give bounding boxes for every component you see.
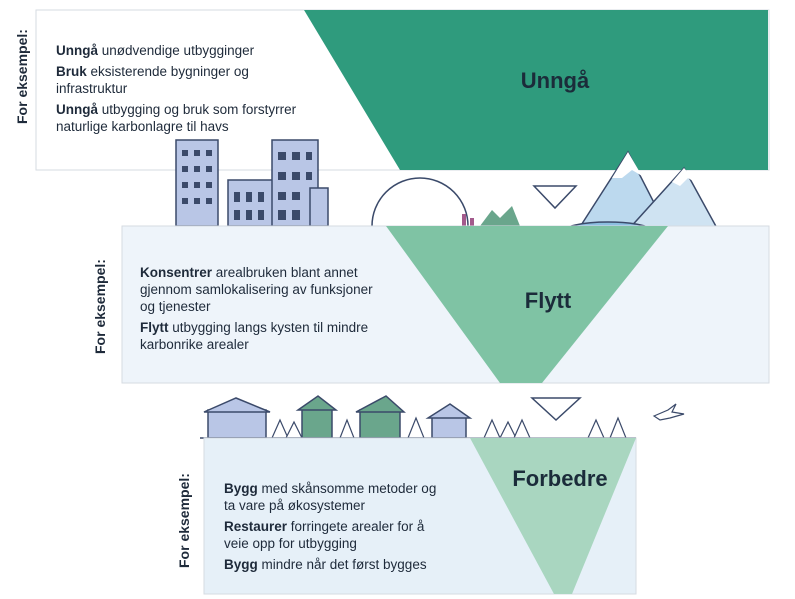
houses-illustration [203, 395, 473, 439]
stage-title-unnga: Unngå [520, 68, 590, 93]
down-arrow-2 [530, 397, 582, 422]
side-label-1: For eksempel: [14, 29, 30, 124]
forbedre-item-2: Restaurer forringete arealer for å veie … [224, 519, 425, 551]
triangle-unnga [304, 10, 768, 170]
panel-unnga-text: Unngå unødvendige utbygginger Bruk eksis… [56, 42, 306, 139]
side-label-3: For eksempel: [176, 473, 192, 568]
plants-illustration [462, 214, 474, 226]
bird-icon [652, 403, 685, 421]
stage-title-forbedre: Forbedre [512, 466, 608, 491]
flytt-item-2: Flytt utbygging langs kysten til mindre … [140, 320, 369, 352]
down-arrow-1 [532, 185, 578, 210]
unnga-item-2: Bruk eksisterende bygninger og infrastru… [56, 64, 249, 96]
stage-title-flytt: Flytt [524, 288, 572, 313]
unnga-item-3: Unngå utbygging og bruk som forstyrrer n… [56, 102, 297, 134]
unnga-item-1: Unngå unødvendige utbygginger [56, 43, 255, 58]
triangle-flytt [386, 226, 668, 383]
side-label-2: For eksempel: [92, 259, 108, 354]
triangle-forbedre [470, 438, 636, 594]
flytt-item-1: Konsentrer arealbruken blant annet gjenn… [140, 265, 373, 314]
forbedre-item-3: Bygg mindre når det først bygges [224, 557, 427, 572]
dome-illustration [371, 177, 469, 227]
panel-flytt-text: Konsentrer arealbruken blant annet gjenn… [140, 264, 390, 357]
forbedre-item-1: Bygg med skånsomme metoder og ta vare på… [224, 481, 437, 513]
panel-forbedre-text: Bygg med skånsomme metoder og ta vare på… [224, 480, 449, 577]
mountains-illustration [576, 150, 720, 231]
